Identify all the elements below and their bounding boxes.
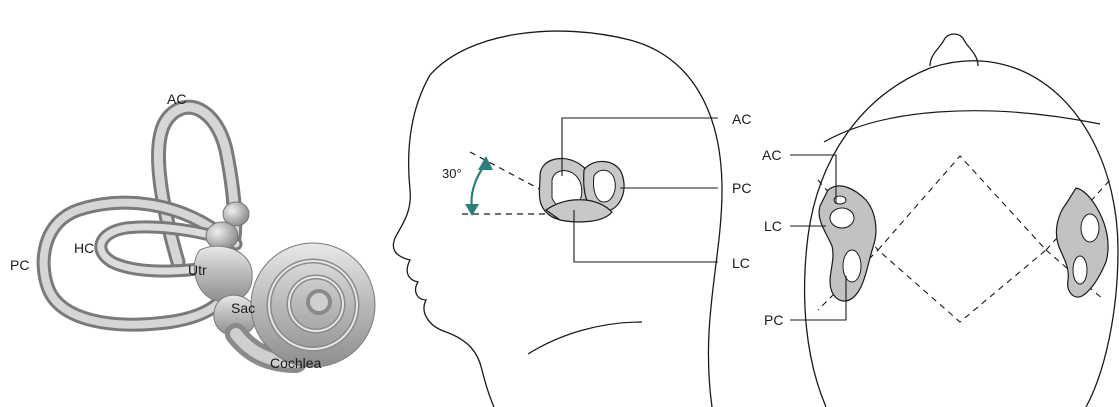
labyrinth-left-top xyxy=(819,186,876,301)
label-pc-side: PC xyxy=(732,180,751,196)
cochlea-shape xyxy=(251,243,375,367)
head-top-panel: AC LC PC xyxy=(762,34,1118,407)
label-utr: Utr xyxy=(188,262,207,278)
label-pc-inner-ear: PC xyxy=(10,257,29,273)
label-cochlea: Cochlea xyxy=(270,355,322,371)
angle-label: 30° xyxy=(442,166,462,181)
angle-arrow xyxy=(472,164,486,208)
label-ac-top: AC xyxy=(762,147,781,163)
label-lc-top: LC xyxy=(764,218,782,234)
labyrinth-side-view xyxy=(539,158,624,221)
label-ac-inner-ear: AC xyxy=(167,91,186,107)
label-sac: Sac xyxy=(231,300,255,316)
head-side-panel: 30° AC PC LC xyxy=(393,31,751,407)
label-lc-side: LC xyxy=(732,255,750,271)
label-pc-top: PC xyxy=(764,312,783,328)
inner-ear-panel: AC PC HC Utr Sac Cochlea xyxy=(10,91,375,371)
label-hc: HC xyxy=(74,240,94,256)
labyrinth-right-top xyxy=(1056,188,1108,297)
label-ac-side: AC xyxy=(732,111,751,127)
